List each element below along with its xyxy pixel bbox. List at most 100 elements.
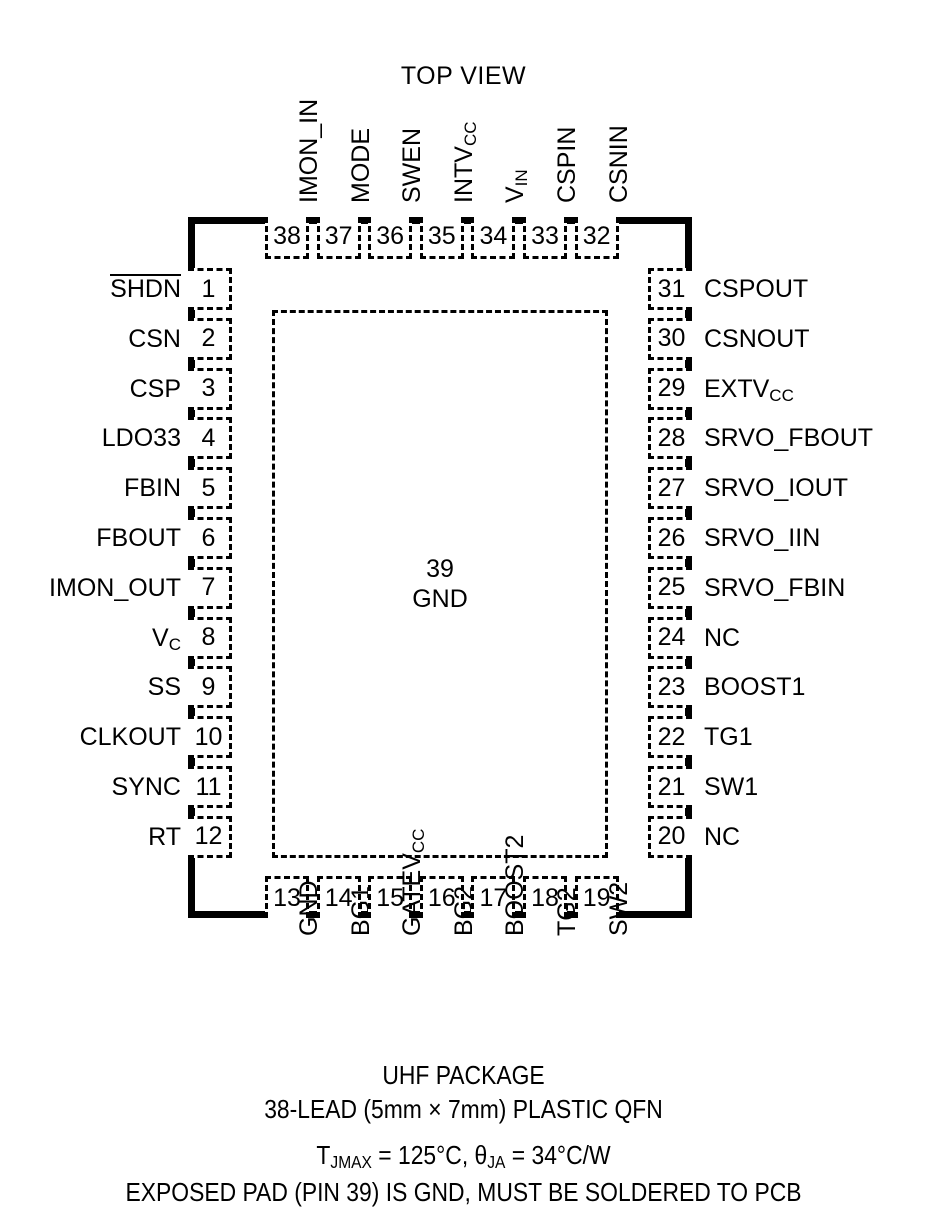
pin-box-3: 3: [188, 367, 232, 410]
pin-number: 20: [657, 822, 686, 851]
pin-label-6: FBOUT: [96, 524, 181, 552]
pin-number: 6: [201, 523, 216, 552]
pin-box-10: 10: [188, 716, 232, 759]
pin-number: 10: [194, 722, 223, 751]
exposed-pad-number: 39: [426, 555, 454, 583]
pin-number: 9: [201, 672, 216, 701]
pin-number: 4: [201, 423, 216, 452]
pin-box-31: 31: [648, 268, 692, 310]
pin-number: 19: [582, 884, 611, 912]
pin-number: 26: [657, 523, 686, 552]
pin-label-7: IMON_OUT: [49, 573, 181, 602]
pin-number: 28: [657, 423, 686, 452]
pin-box-8: 8: [188, 616, 232, 659]
pin-label-24: NC: [704, 623, 741, 652]
pin-box-21: 21: [648, 766, 692, 808]
pin-number: 37: [324, 222, 353, 250]
pin-label-26: SRVO_IIN: [704, 524, 821, 552]
pin-box-7: 7: [188, 566, 232, 609]
pin-box-30: 30: [648, 317, 692, 360]
pin-label-33: CSPIN: [553, 126, 581, 203]
caption-line-lead-count: 38-LEAD (5mm × 7mm) PLASTIC QFN: [264, 1094, 663, 1124]
pin-label-29: EXTVCC: [704, 374, 794, 405]
pin-box-14: 14: [316, 876, 361, 918]
pin-number: 38: [273, 222, 301, 250]
pin-number: 15: [376, 884, 405, 912]
pin-box-23: 23: [648, 666, 692, 709]
caption-tjmax-sub: JMAX: [330, 1152, 372, 1173]
pin-label-2: CSN: [128, 324, 181, 353]
caption-tjmax-prefix: T: [316, 1140, 331, 1170]
pin-box-26: 26: [648, 517, 692, 559]
pin-box-28: 28: [648, 417, 692, 460]
pin-box-17: 17: [471, 876, 516, 918]
pin-label-31: CSPOUT: [704, 275, 809, 303]
pin-box-27: 27: [648, 467, 692, 510]
pin-number: 1: [201, 274, 216, 303]
pin-number: 12: [194, 822, 223, 851]
pin-number: 23: [657, 672, 686, 701]
pin-box-5: 5: [188, 467, 232, 510]
pin-box-22: 22: [648, 716, 692, 759]
pin-box-38: 38: [265, 217, 309, 259]
pin-number: 14: [324, 884, 353, 912]
caption-line-exposed-pad: EXPOSED PAD (PIN 39) IS GND, MUST BE SOL…: [125, 1177, 802, 1207]
pin-number: 17: [479, 884, 508, 912]
pin-label-21: SW1: [704, 773, 759, 801]
pin-number: 35: [427, 222, 456, 250]
pin-number: 30: [657, 324, 686, 353]
pin-number: 7: [201, 573, 216, 602]
pin-box-19: 19: [574, 876, 619, 918]
pin-number: 27: [657, 473, 686, 502]
pin-label-28: SRVO_FBOUT: [704, 424, 874, 453]
pin-number: 32: [582, 222, 611, 250]
pin-number: 8: [201, 623, 216, 652]
pin-box-9: 9: [188, 666, 232, 709]
pin-box-37: 37: [316, 217, 361, 259]
pin-number: 29: [657, 374, 686, 403]
pin-box-29: 29: [648, 367, 692, 410]
pin-label-23: BOOST1: [704, 673, 806, 702]
pin-label-4: LDO33: [101, 424, 181, 453]
pin-label-3: CSP: [129, 374, 181, 403]
pin-number: 18: [531, 884, 559, 912]
pin-box-15: 15: [368, 876, 413, 918]
pin-label-5: FBIN: [124, 474, 181, 503]
pin-label-12: RT: [148, 822, 181, 851]
pin-box-33: 33: [523, 217, 567, 259]
pin-number: 13: [273, 884, 301, 912]
pin-label-1: SHDN: [110, 274, 181, 303]
pin-box-1: 1: [188, 268, 232, 310]
pin-box-36: 36: [368, 217, 413, 259]
package-caption: UHF PACKAGE 38-LEAD (5mm × 7mm) PLASTIC …: [0, 1058, 927, 1209]
pin-label-19: SW2: [604, 881, 633, 936]
pin-label-38: IMON_IN: [295, 98, 323, 203]
pin-box-18: 18: [523, 876, 567, 918]
pin-box-2: 2: [188, 317, 232, 360]
pin-label-8: VC: [152, 623, 181, 654]
caption-thermal-mid: = 125°C, θ: [371, 1140, 488, 1170]
caption-line-thermal: TJMAX = 125°C, θJA = 34°C/W: [56, 1138, 872, 1175]
pin-number: 22: [657, 722, 686, 751]
pin-box-25: 25: [648, 566, 692, 609]
pin-number: 24: [657, 623, 686, 652]
caption-line-package-name: UHF PACKAGE: [382, 1060, 545, 1090]
pin-label-32: CSNIN: [604, 125, 633, 203]
pin-label-22: TG1: [704, 723, 753, 752]
pin-label-34: VIN: [501, 169, 532, 203]
pin-box-16: 16: [419, 876, 464, 918]
pin-number: 2: [201, 324, 216, 353]
caption-theta-sub: JA: [487, 1152, 506, 1173]
exposed-pad-name: GND: [412, 585, 468, 613]
pin-box-4: 4: [188, 417, 232, 460]
pin-number: 11: [195, 772, 222, 801]
pin-label-25: SRVO_FBIN: [704, 573, 846, 602]
pin-number: 33: [531, 222, 559, 250]
pin-number: 3: [201, 374, 216, 403]
pin-label-9: SS: [147, 673, 181, 702]
pin-box-32: 32: [574, 217, 619, 259]
pin-label-37: MODE: [346, 128, 375, 203]
pin-box-6: 6: [188, 517, 232, 559]
pin-number: 36: [376, 222, 405, 250]
pin-box-12: 12: [188, 815, 232, 858]
